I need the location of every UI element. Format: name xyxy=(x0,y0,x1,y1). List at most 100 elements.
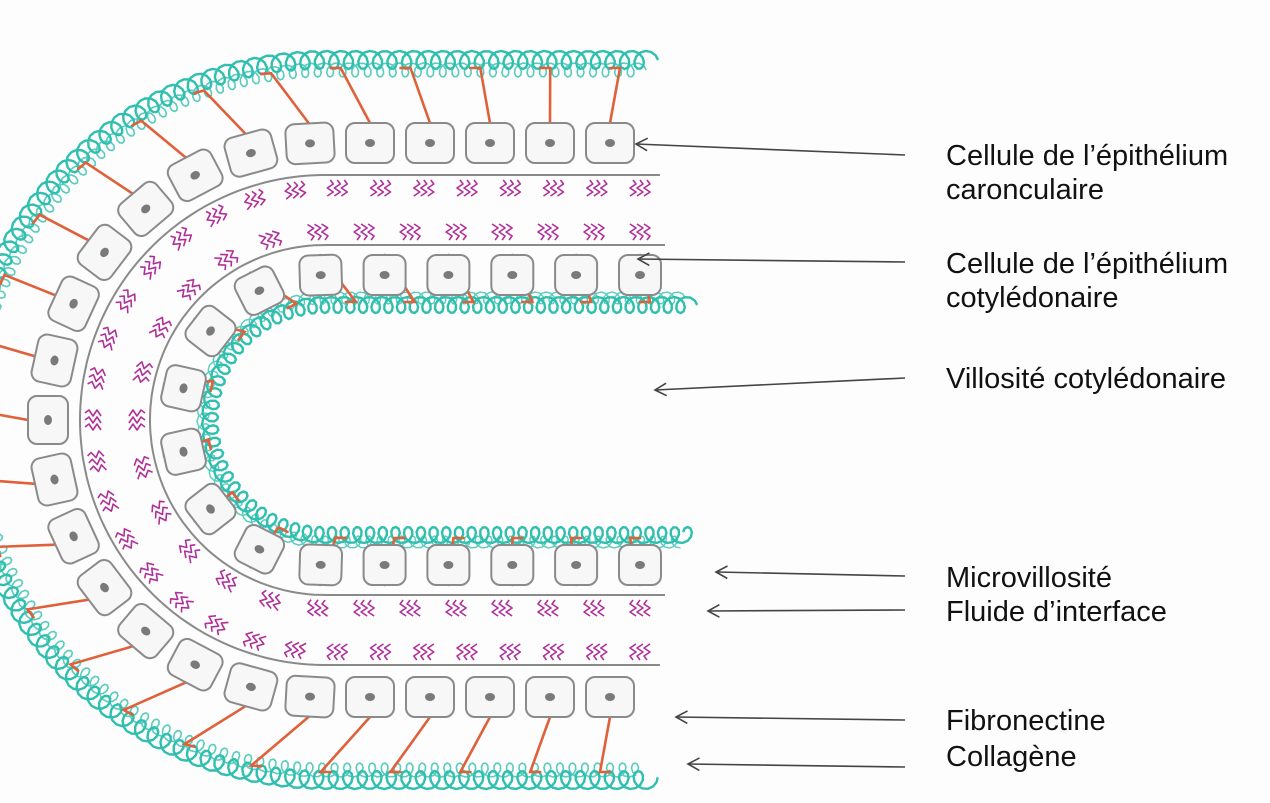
caruncular-cell xyxy=(30,333,79,388)
caruncular-cell xyxy=(346,677,394,717)
caruncular-microvillus xyxy=(428,180,434,196)
arrow-caruncular-cell xyxy=(636,138,905,155)
arrow-interface-fluid xyxy=(708,605,905,618)
caruncular-microvillus xyxy=(206,212,214,228)
caruncular-microvillus xyxy=(123,541,138,550)
caruncular-microvillus xyxy=(464,180,470,196)
cotyledonary-microvillus xyxy=(133,375,149,382)
caruncular-microvillus xyxy=(471,180,477,196)
collagen-inner-strand-2 xyxy=(197,292,685,548)
arrow-shaft xyxy=(708,610,905,611)
caruncular-cell xyxy=(222,127,279,178)
caruncular-cell xyxy=(45,506,101,566)
cotyledonary-cell xyxy=(159,427,207,477)
cotyledonary-microvillus xyxy=(400,600,406,616)
arrow-shaft xyxy=(676,717,905,720)
cotyledonary-microvillus xyxy=(414,224,420,240)
cotyledonary-cell xyxy=(491,255,533,295)
cotyledonary-microvillus xyxy=(598,224,604,240)
cotyledonary-microvillus xyxy=(598,600,604,616)
caruncular-microvillus xyxy=(385,180,391,196)
label-arrows xyxy=(636,138,905,770)
cotyledonary-microvillus xyxy=(361,600,367,616)
caruncular-microvillus xyxy=(601,180,607,196)
arrow-microvillus xyxy=(716,566,905,579)
caruncular-microvillus xyxy=(544,644,550,660)
caruncular-cell xyxy=(30,452,79,507)
cotyledonary-microvillus xyxy=(368,224,374,240)
caruncular-microvillus xyxy=(378,180,384,196)
cotyledonary-microvillus xyxy=(492,224,498,240)
caruncular-microvillus xyxy=(90,465,106,472)
caruncular-cell xyxy=(114,600,176,662)
cotyledonary-microvillus xyxy=(545,600,551,616)
caruncular-microvillus xyxy=(252,191,259,207)
cell-nucleus xyxy=(443,271,453,279)
cotyledonary-microvillus xyxy=(630,600,636,616)
fibronectin-link xyxy=(610,68,620,123)
cotyledonary-microvillus xyxy=(584,600,590,616)
cell-nucleus xyxy=(635,561,645,569)
caruncular-microvillus xyxy=(507,180,513,196)
cotyledonary-microvillus xyxy=(228,577,237,592)
caruncular-microvillus xyxy=(371,180,377,196)
arrow-shaft xyxy=(688,764,905,767)
caruncular-microvillus xyxy=(98,341,112,351)
cotyledonary-microvillus xyxy=(644,600,650,616)
cotyledonary-microvillus xyxy=(272,231,281,246)
caruncular-microvillus xyxy=(334,644,340,660)
cotyledonary-microvillus xyxy=(499,224,505,240)
arrow-fibronectin xyxy=(676,711,905,724)
cotyledonary-microvillus xyxy=(552,224,558,240)
cotyledonary-cell xyxy=(619,545,661,585)
arrow-shaft xyxy=(655,378,905,390)
cotyledonary-microvillus xyxy=(446,600,452,616)
cotyledonary-microvillus xyxy=(460,224,466,240)
caruncular-microvillus xyxy=(644,644,650,660)
cotyledonary-cell xyxy=(299,544,342,585)
cotyledonary-cell xyxy=(364,255,406,295)
cell-nucleus xyxy=(380,561,390,569)
arrow-shaft xyxy=(716,572,905,576)
collagen-inner-strand xyxy=(202,297,697,543)
cotyledonary-microvillus xyxy=(499,600,505,616)
cotyledonary-microvillus xyxy=(315,224,322,240)
fibronectin-link xyxy=(185,706,246,747)
cotyledonary-microvillus xyxy=(354,600,360,616)
caruncular-microvillus xyxy=(457,644,463,660)
caruncular-microvillus xyxy=(299,181,306,197)
cotyledonary-microvillus xyxy=(630,224,636,240)
caruncular-microvillus xyxy=(285,642,293,658)
cotyledonary-cell xyxy=(555,545,597,585)
fibronectin-link xyxy=(132,121,186,158)
caruncular-microvillus xyxy=(637,180,643,196)
caruncular-microvillus xyxy=(558,644,564,660)
cotyledonary-microvillus xyxy=(129,410,145,416)
epithelial-cells xyxy=(28,122,661,718)
caruncular-microvillus xyxy=(341,180,347,196)
caruncular-microvillus xyxy=(421,644,427,660)
cotyledonary-microvillus xyxy=(354,224,360,240)
caruncular-cell xyxy=(285,122,335,165)
caruncular-microvillus xyxy=(292,643,300,659)
caruncular-cell xyxy=(28,396,68,444)
cotyledonary-microvillus xyxy=(260,590,267,606)
caruncular-microvillus xyxy=(103,504,119,511)
cotyledonary-microvillus xyxy=(538,600,544,616)
cell-nucleus xyxy=(571,271,581,279)
caruncular-cell xyxy=(466,123,514,163)
caruncular-microvillus xyxy=(630,180,636,196)
caruncular-cell xyxy=(45,274,101,334)
cotyledonary-microvillus xyxy=(584,224,590,240)
cotyledonary-microvillus xyxy=(538,224,544,240)
cotyledonary-cell xyxy=(182,480,239,538)
caruncular-microvillus xyxy=(544,180,550,196)
cotyledonary-microvillus xyxy=(446,224,452,240)
caruncular-microvillus xyxy=(587,644,593,660)
cotyledonary-cell xyxy=(299,254,342,295)
caruncular-cell xyxy=(586,677,634,717)
caruncular-microvillus xyxy=(285,183,292,199)
caruncular-microvillus xyxy=(514,644,520,660)
cotyledonary-cell xyxy=(555,255,597,295)
caruncular-microvillus xyxy=(551,644,557,660)
